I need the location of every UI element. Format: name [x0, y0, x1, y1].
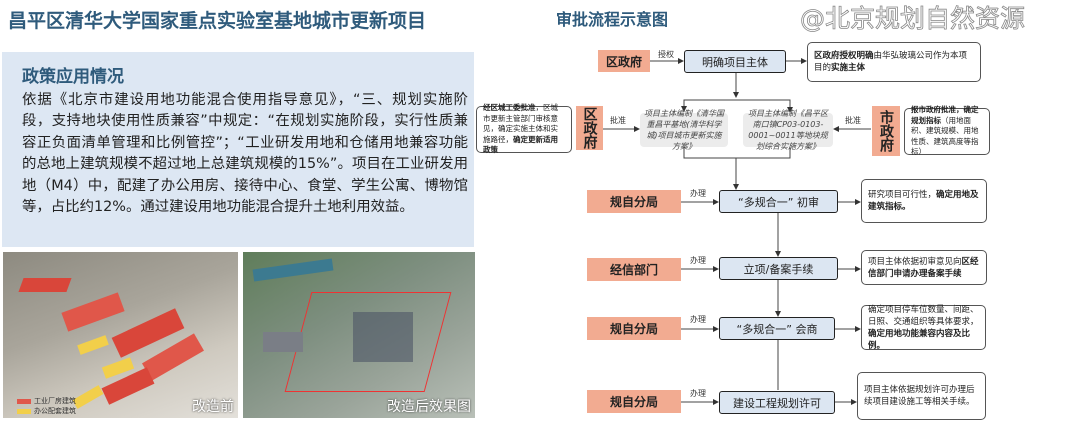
after-photo: 改造后效果图 — [243, 252, 475, 418]
step-define-subject[interactable]: 明确项目主体 — [684, 50, 786, 73]
org-economic-dept: 经信部门 — [587, 258, 681, 281]
action-approve-right: 批准 — [845, 116, 861, 125]
note-step-2: 项目主体依据初审意见向区经信部门申请办理备案手续 — [861, 250, 987, 285]
org-district-gov-top: 区政府 — [598, 50, 650, 72]
plan-comprehensive: 项目主体编制《昌平区南口镇CP03-0103-0001~0011等地块规划综合实… — [743, 109, 833, 151]
note-top: 区政府授权明确由华弘玻璃公司作为本项目的实施主体 — [807, 42, 981, 82]
page-title: 昌平区清华大学国家重点实验室基地城市更新项目 — [8, 10, 427, 32]
policy-text: 依据《北京市建设用地功能混合使用指导意见》，“三、规划实施阶段，支持地块使用性质… — [22, 92, 468, 216]
action-handle-1: 办理 — [690, 189, 706, 198]
org-city-gov: 市政府 — [872, 106, 900, 156]
org-planning-bureau-1: 规自分局 — [587, 190, 681, 213]
after-caption: 改造后效果图 — [387, 399, 471, 415]
action-handle-2: 办理 — [690, 256, 706, 265]
flow-title: 审批流程示意图 — [556, 10, 669, 29]
before-photo: 工业厂房建筑 办公配套建筑 改造前 — [3, 252, 238, 418]
legend-office: 办公配套建筑 — [17, 406, 76, 416]
org-planning-bureau-3: 规自分局 — [587, 390, 681, 413]
note-step-4: 项目主体依据规划许可办理后续项目建设施工等相关手续。 — [857, 372, 986, 420]
building-shape — [353, 312, 413, 362]
action-handle-4: 办理 — [690, 389, 706, 398]
step-preliminary-review[interactable]: “多规合一” 初审 — [719, 190, 838, 213]
step-planning-permit[interactable]: 建设工程规划许可 — [719, 391, 835, 414]
note-step-3: 确定项目停车位数量、间距、日照、交通组织等具体要求，确定用地功能兼容内容及比例。 — [861, 305, 986, 351]
org-planning-bureau-2: 规自分局 — [587, 317, 681, 340]
action-authorize: 授权 — [658, 50, 674, 59]
policy-heading: 政策应用情况 — [22, 67, 124, 87]
watermark: @北京规划自然资源 — [800, 4, 1026, 34]
action-handle-3: 办理 — [690, 315, 706, 324]
note-right: 报市政府批准，确定规划指标（用地面积、建筑规模、用地性质、建筑高度等指标） — [904, 105, 990, 156]
org-district-gov-left: 区政府 — [576, 106, 603, 150]
note-left: 经区城工委批准，区城市更新主管部门审核意见，确定实施主体和实施路径，确定更新适用… — [476, 103, 572, 154]
step-project-filing[interactable]: 立项/备案手续 — [719, 257, 838, 280]
note-step-1: 研究项目可行性，确定用地及建筑指标。 — [861, 179, 987, 223]
building-shape — [263, 332, 303, 352]
before-caption: 改造前 — [192, 399, 234, 415]
legend-industrial: 工业厂房建筑 — [17, 396, 76, 406]
step-consultation[interactable]: “多规合一” 会商 — [719, 317, 835, 340]
action-approve-left: 批准 — [610, 116, 626, 125]
policy-panel: 政策应用情况 依据《北京市建设用地功能混合使用指导意见》，“三、规划实施阶段，支… — [2, 52, 474, 247]
plan-implementation: 项目主体编制《清华国重昌平基地(清华科学城)项目城市更新实施方案》 — [640, 109, 728, 151]
